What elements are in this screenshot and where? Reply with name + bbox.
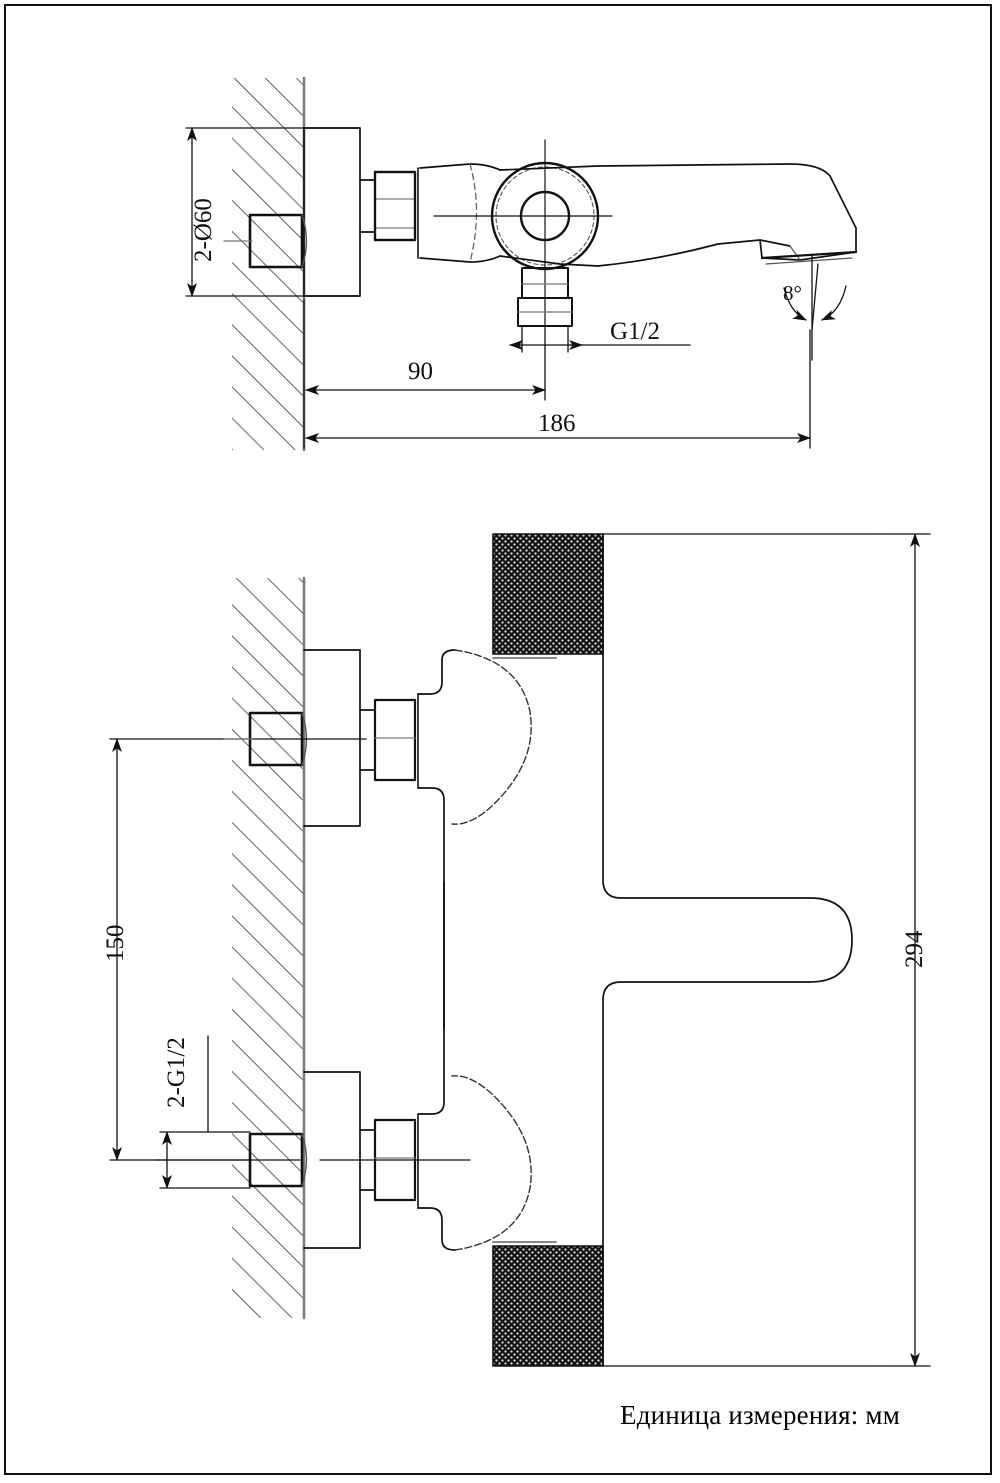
front-view-shoulder-lower	[417, 881, 532, 1251]
dim-label-2-d60: 2-Ø60	[190, 198, 217, 262]
side-view-body	[419, 163, 501, 263]
dim-label-g12: G1/2	[610, 318, 660, 345]
front-view-shoulder-upper	[417, 649, 532, 1029]
front-view-handle-upper	[492, 533, 604, 659]
dim-2-d60	[185, 127, 361, 297]
dim-g12-leader	[509, 325, 691, 353]
front-view-connector-nut-upper	[359, 698, 417, 782]
side-view-spout	[499, 163, 858, 267]
side-view-wall	[232, 78, 304, 450]
dim-label-90: 90	[408, 358, 433, 385]
front-view-handle-lower	[492, 1241, 604, 1367]
dim-label-spout-angle: 8°	[783, 281, 802, 305]
front-view-group	[109, 533, 931, 1367]
dim-90	[303, 299, 546, 401]
dim-label-150: 150	[102, 924, 129, 963]
front-view-body-outline	[602, 533, 881, 1367]
side-view-group	[185, 76, 858, 452]
front-view-escutcheon-upper	[303, 649, 361, 827]
dim-186	[303, 329, 811, 449]
dim-294	[879, 533, 931, 1367]
front-view-centre-lines	[154, 738, 471, 1161]
front-view-wall	[232, 578, 304, 1318]
side-view-outlet-nut	[517, 267, 573, 327]
unit-of-measurement-note: Единица измерения: мм	[620, 1400, 900, 1430]
dim-label-294: 294	[901, 930, 928, 969]
dim-label-186: 186	[538, 410, 576, 437]
dim-label-2-g12: 2-G1/2	[163, 1037, 190, 1108]
side-view-connector-nut	[359, 170, 417, 242]
dim-spout-angle	[783, 255, 847, 361]
side-view-escutcheon	[303, 127, 361, 297]
